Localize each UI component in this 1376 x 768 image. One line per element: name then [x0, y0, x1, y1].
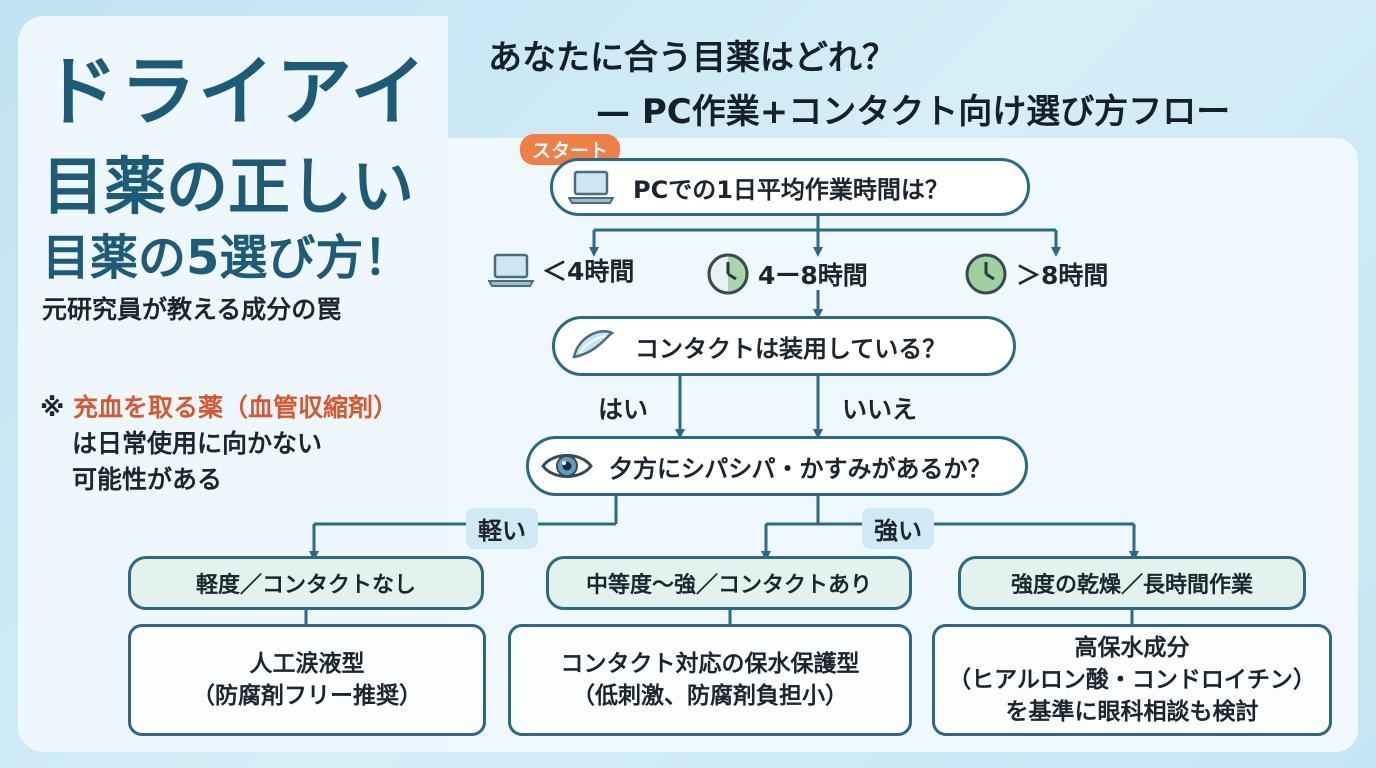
branch-strong-tag: 強い: [862, 508, 934, 549]
result-1-line-1: 人工涙液型: [249, 651, 365, 677]
clock-icon: [964, 252, 1008, 296]
option-over-8h: ＞8時間: [964, 252, 1108, 296]
option-under-4h-label: ＜4時間: [542, 257, 635, 286]
branch-light-tag: 軽い: [466, 508, 538, 549]
note-mark: ※: [40, 393, 65, 422]
question-pc-hours-label: PCでの1日平均作業時間は？: [633, 175, 949, 204]
option-4-8h-label: 4ー8時間: [758, 261, 868, 290]
question-pc-hours: PCでの1日平均作業時間は？: [550, 158, 1030, 216]
subtitle: 元研究員が教える成分の罠: [42, 295, 342, 324]
category-moderate-contact: 中等度〜強／コンタクトあり: [546, 556, 912, 610]
note-line-3: 可能性がある: [72, 465, 223, 494]
title-how-to-choose: 目薬の5選び方！: [42, 230, 412, 286]
question-contact-lens-label: コンタクトは装用している？: [635, 334, 947, 363]
option-over-8h-label: ＞8時間: [1016, 261, 1109, 290]
option-under-4h: ＜4時間: [488, 252, 634, 288]
warning-note: ※ 充血を取る薬（血管収縮剤） は日常使用に向かない 可能性がある: [40, 390, 398, 498]
result-2-line-1: コンタクト対応の保水保護型: [560, 651, 860, 677]
result-artificial-tears: 人工涙液型 （防腐剤フリー推奨）: [128, 624, 486, 736]
eye-icon: [539, 450, 595, 482]
answer-no: いいえ: [842, 395, 918, 424]
header-question: あなたに合う目薬はどれ？: [488, 38, 896, 78]
note-line-2: は日常使用に向かない: [72, 429, 323, 458]
result-2-line-2: （低刺激、防腐剤負担小）: [572, 683, 848, 709]
laptop-icon: [563, 170, 619, 204]
result-1-line-2: （防腐剤フリー推奨）: [192, 683, 422, 709]
question-contact-lens: コンタクトは装用している？: [552, 316, 1016, 376]
clock-icon: [706, 252, 750, 296]
title-correct-drops: 目薬の正しい: [42, 150, 415, 223]
answer-yes: はい: [598, 395, 649, 424]
laptop-icon: [488, 253, 534, 287]
option-4-8h: 4ー8時間: [706, 252, 868, 296]
question-evening-symptoms-label: 夕方にシパシパ・かすみがあるか？: [609, 454, 992, 483]
note-highlight: 充血を取る薬（血管収縮剤）: [73, 393, 399, 422]
result-3-line-1: 高保水成分: [1074, 635, 1190, 661]
contact-lens-icon: [565, 327, 621, 365]
result-high-moisture: 高保水成分 （ヒアルロン酸・コンドロイチン） を基準に眼科相談も検討: [932, 624, 1332, 736]
header-subtitle: — PC作業+コンタクト向け選び方フロー: [596, 92, 1231, 132]
title-dry-eye: ドライアイ: [42, 47, 429, 136]
category-mild: 軽度／コンタクトなし: [128, 556, 484, 610]
result-contact-moisture: コンタクト対応の保水保護型 （低刺激、防腐剤負担小）: [508, 624, 912, 736]
question-evening-symptoms: 夕方にシパシパ・かすみがあるか？: [526, 436, 1028, 496]
category-severe-dryness: 強度の乾燥／長時間作業: [958, 556, 1306, 610]
result-3-line-2: （ヒアルロン酸・コンドロイチン）: [948, 667, 1316, 693]
result-3-line-3: を基準に眼科相談も検討: [1005, 699, 1259, 725]
